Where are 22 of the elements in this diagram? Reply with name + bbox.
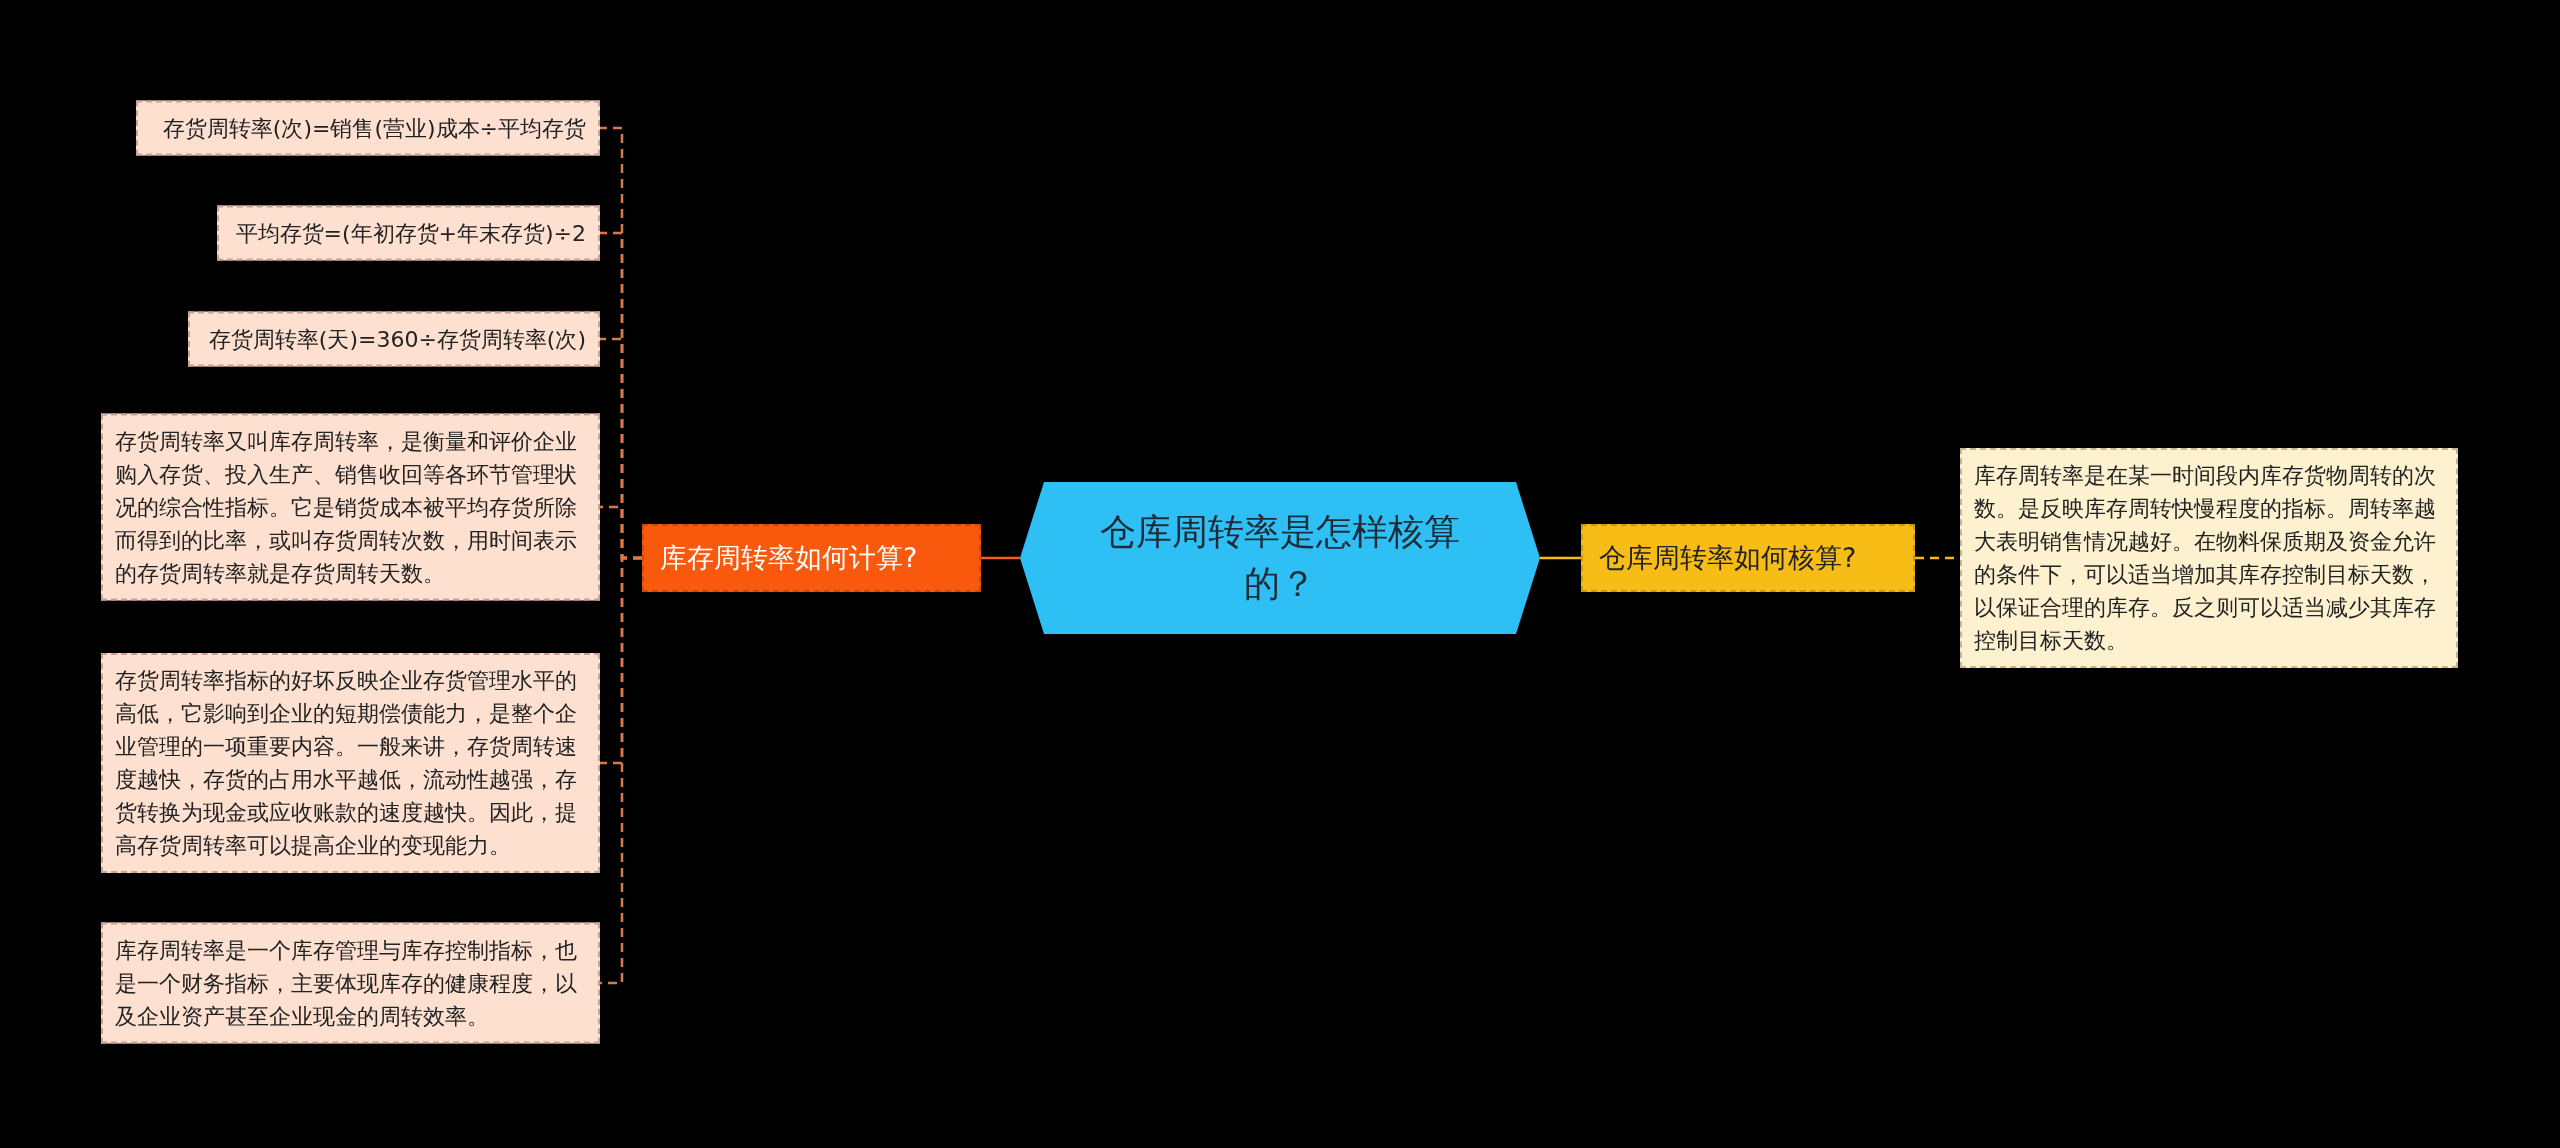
formula-note (217, 205, 600, 261)
topic-text: 仓库周转率如何核算? (1599, 541, 1858, 575)
branch-topic (642, 524, 981, 592)
topic-text: 存货周转率(天)=360÷存货周转率(次) (207, 325, 586, 354)
topic-text: 存货周转率(次)=销售(营业)成本÷平均存货 (161, 114, 586, 143)
branch-topic (1581, 524, 1915, 592)
topic-text: 库存周转率是一个库存管理与库存控制指标，也是一个财务指标，主要体现库存的健康程度，以及企业资产甚至企业现金的周转效率。 (115, 936, 578, 1031)
topic-text: 仓库周转率是怎样核算的？ (1099, 509, 1461, 606)
text-note (101, 413, 600, 601)
formula-note (188, 311, 600, 367)
central-topic (1020, 482, 1540, 634)
topic-text: 存货周转率又叫库存周转率，是衡量和评价企业购入存货、投入生产、销售收回等各环节管理状况的综合性指标。它是销货成本被平均存货所除而得到的比率，或叫存货周转次数，用时间表示的存货周转率就是存货周转天数。 (115, 427, 578, 588)
text-note (1960, 448, 2458, 668)
connector-line (981, 556, 1020, 560)
formula-note (136, 100, 600, 156)
topic-text: 库存周转率是在某一时间段内库存货物周转的次数。是反映库存周转快慢程度的指标。周转率越大表明销售情况越好。在物料保质期及资金允许的条件下，可以适当增加其库存控制目标天数，以保证合理的库存。反之则可以适当减少其库存控制目标天数。 (1974, 462, 2437, 655)
connector-line (1540, 556, 1581, 560)
text-note (101, 653, 600, 873)
topic-text: 存货周转率指标的好坏反映企业存货管理水平的高低，它影响到企业的短期偿债能力，是整个企业管理的一项重要内容。一般来讲，存货周转速度越快，存货的占用水平越低，流动性越强，存货转换为现金或应收账款的速度越快。因此，提高存货周转率可以提高企业的变现能力。 (115, 667, 578, 860)
topic-text: 库存周转率如何计算? (660, 541, 919, 575)
topic-text: 平均存货=(年初存货+年末存货)÷2 (234, 219, 586, 248)
text-note (101, 922, 600, 1044)
